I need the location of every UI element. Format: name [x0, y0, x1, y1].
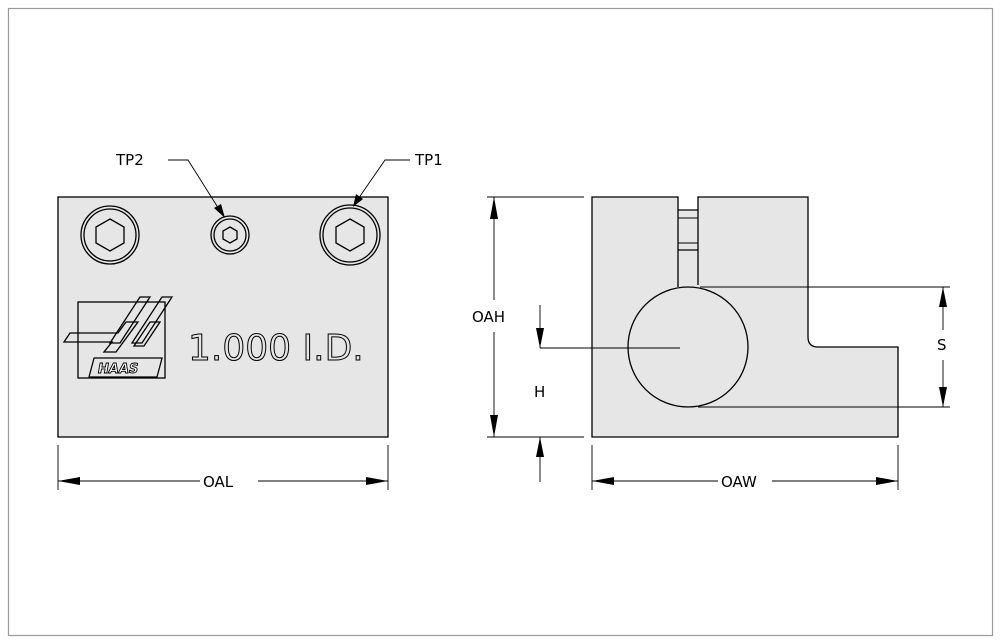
- oal-label: OAL: [203, 473, 234, 491]
- haas-logo-text: HAAS: [98, 362, 138, 377]
- s-dimension: [939, 287, 947, 407]
- tp2-leader: [168, 159, 225, 218]
- oah-label: OAH: [472, 308, 505, 326]
- tp1-leader: [353, 159, 410, 207]
- oaw-label: OAW: [721, 473, 757, 491]
- oal-dimension: [57, 445, 389, 490]
- h-label: H: [534, 383, 545, 401]
- front-view: HAAS 1.000 I.D. TP2 TP1 OAL: [57, 151, 443, 491]
- oaw-dimension: [591, 445, 899, 490]
- haas-logo: HAAS: [62, 296, 174, 379]
- side-view: OAH H S OAW: [472, 196, 950, 491]
- drawing-frame: [7, 7, 994, 637]
- tp1-hole: [319, 204, 381, 266]
- s-label: S: [937, 336, 947, 354]
- tp2-hole: [210, 215, 250, 255]
- bore-circle: [627, 286, 749, 408]
- bore-size-engraving: 1.000 I.D.: [188, 328, 364, 369]
- tp2-label: TP2: [115, 151, 144, 169]
- oah-dimension: [487, 196, 584, 438]
- left-screw-hole: [80, 205, 140, 265]
- h-dimension: [536, 305, 544, 482]
- tp1-label: TP1: [414, 151, 443, 169]
